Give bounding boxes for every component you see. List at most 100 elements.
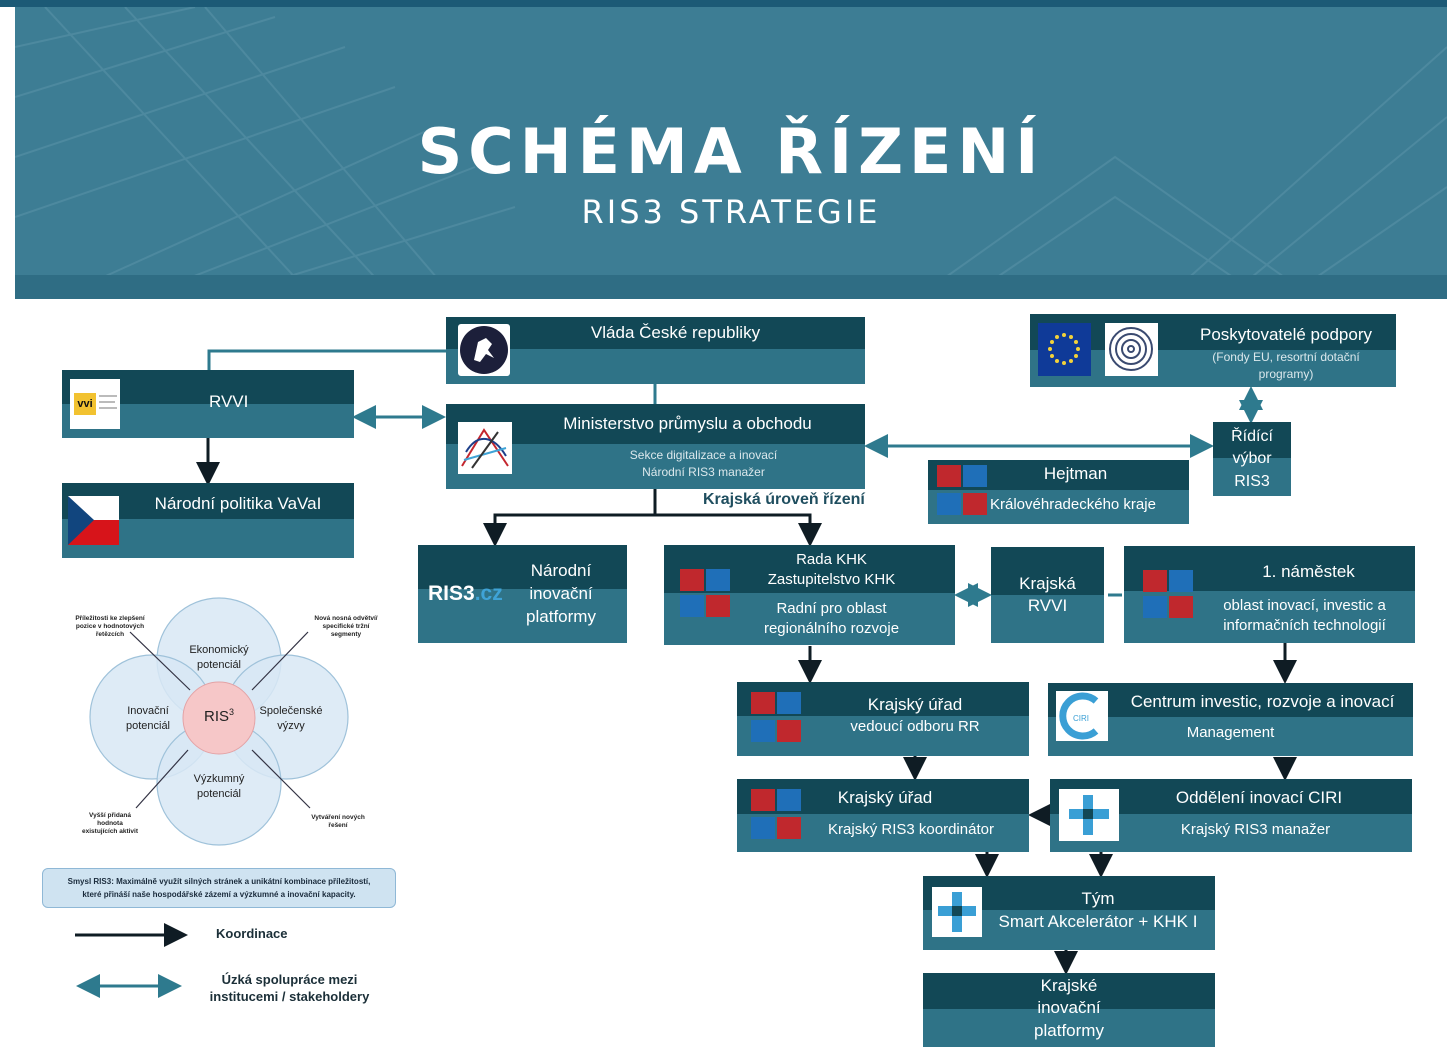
region-crest-icon (777, 720, 801, 742)
box-vlada: Vláda České republiky (446, 317, 865, 384)
ministry-seal-icon (1105, 323, 1158, 376)
venn-bottom-label1: Výzkumný (194, 773, 245, 785)
oddeleni-title: Oddělení inovací CIRI (1175, 788, 1343, 807)
box-narodni-platformy: RIS3.cz Národní inovační platformy (418, 545, 627, 643)
ridici-line2: výbor (1232, 450, 1272, 467)
box-krajske-platformy: Krajské inovační platformy (923, 973, 1215, 1047)
krajska-uroven-label: Krajská úroveň řízení (703, 491, 865, 508)
venn-top-label2: potenciál (197, 659, 241, 671)
region-crest-icon (1143, 570, 1167, 592)
box-krajsky-urad-koordinator: Krajský úřad Krajský RIS3 koordinátor (737, 779, 1029, 852)
legend-koordinace-label: Koordinace (216, 926, 288, 941)
region-crest-icon (751, 720, 775, 742)
box-poskytovatele: Poskytovatelé podpory (Fondy EU, resortn… (1030, 314, 1396, 387)
box-krajska-rvvi: Krajská RVVI (991, 547, 1104, 643)
tym-line1: Smart Akcelerátor + KHK I (998, 912, 1198, 931)
vvi-mark: vvi (74, 393, 96, 415)
venn-annotation: existujících aktivit (82, 828, 139, 835)
rada-line1: Radní pro oblast (776, 600, 887, 617)
ridici-line3: RIS3 (1234, 473, 1270, 490)
region-crest-icon (680, 595, 704, 617)
krajske-platformy-line3: platformy (1034, 1021, 1104, 1040)
krajske-platformy-line2: inovační (1037, 998, 1101, 1017)
box-oddeleni-inovaci: Oddělení inovací CIRI Krajský RIS3 manaž… (1050, 779, 1412, 852)
poskytovatele-line2: programy) (1258, 367, 1314, 381)
krajska-rvvi-line1: Krajská (1019, 574, 1076, 593)
region-crest-icon (937, 465, 961, 487)
arrow-mpo-platformy (483, 489, 657, 547)
hejtman-line1: Královéhradeckého kraje (990, 496, 1156, 513)
narodni-platformy-line1: Národní (530, 561, 592, 580)
legend-arrows (75, 923, 188, 998)
venn-bottom-label2: potenciál (197, 788, 241, 800)
region-crest-icon (706, 595, 730, 617)
region-crest-icon (1169, 596, 1193, 618)
krajska-rvvi-line2: RVVI (1027, 596, 1068, 615)
mpo-title: Ministerstvo průmyslu a obchodu (563, 414, 812, 433)
ciri-title: Centrum investic, rozvoje a inovací (1130, 692, 1395, 711)
region-crest-icon (751, 817, 775, 839)
ris3-venn-diagram: RIS3 Ekonomický potenciál Inovační poten… (75, 597, 378, 846)
venn-annotation: segmenty (331, 631, 362, 638)
rvvi-title: RVVI (209, 392, 249, 411)
ridici-line1: Řídící (1231, 428, 1273, 445)
legend-spoluprace-line2: institucemi / stakeholdery (209, 989, 370, 1004)
box-rvvi: vvi RVVI (62, 370, 354, 438)
venn-center (182, 681, 256, 755)
box-ciri: CIRI Centrum investic, rozvoje a inovací… (1048, 683, 1413, 756)
region-crest-icon (680, 569, 704, 591)
legend-spoluprace-label: Úzká spolupráce mezi institucemi / stake… (192, 971, 387, 1005)
banner-footer (15, 275, 1447, 299)
region-crest-icon (777, 789, 801, 811)
box-rada-khk: Rada KHK Zastupitelstvo KHK Radní pro ob… (664, 545, 955, 645)
ciri-line1: Management (1186, 724, 1275, 741)
ris3-logo-text: RIS (428, 582, 464, 605)
ris3-logo-cz: .cz (474, 582, 503, 605)
rada-title2: Zastupitelstvo KHK (767, 571, 896, 588)
region-crest-icon (937, 493, 961, 515)
venn-annotation: pozice v hodnotových (76, 623, 144, 630)
box-hejtman: Hejtman Královéhradeckého kraje (928, 460, 1189, 524)
hejtman-title: Hejtman (1043, 464, 1108, 483)
region-crest-icon (963, 493, 987, 515)
legend-spoluprace-line1: Úzká spolupráce mezi (221, 972, 358, 987)
region-crest-icon (1169, 570, 1193, 592)
building-pattern (15, 7, 1447, 299)
namestek-line1: oblast inovací, investic a (1223, 597, 1386, 614)
venn-annotation: hodnota (97, 820, 123, 827)
box-krajsky-urad-rr: Krajský úřad vedoucí odboru RR (737, 682, 1029, 756)
region-crest-icon (706, 569, 730, 591)
venn-left-label1: Inovační (127, 705, 169, 717)
venn-annotation: Nová nosná odvětví/ (314, 615, 377, 622)
mpo-logo (458, 422, 512, 474)
ris3-logo-num: 3 (463, 582, 475, 605)
krajsky-urad-koordinator-title: Krajský úřad (837, 788, 933, 807)
note-line1: Smysl RIS3: Maximálně využít silných str… (67, 877, 371, 886)
cross-logo-icon (1059, 789, 1119, 841)
note-line2: které přináší naše hospodářské zázemí a … (82, 890, 356, 899)
top-accent-line (0, 0, 1447, 7)
header-banner: SCHÉMA ŘÍZENÍ RIS3 STRATEGIE (15, 7, 1447, 299)
poskytovatele-line1: (Fondy EU, resortní dotační (1212, 350, 1360, 364)
czech-flag-icon (68, 496, 119, 545)
venn-annotation: Vytváření nových (311, 814, 365, 821)
eu-flag-icon (1038, 323, 1091, 376)
mpo-line1: Sekce digitalizace a inovací (629, 448, 778, 462)
box-mpo: Ministerstvo průmyslu a obchodu Sekce di… (446, 404, 865, 489)
region-crest-icon (1143, 596, 1167, 618)
vlada-title: Vláda České republiky (590, 323, 761, 342)
region-crest-icon (751, 692, 775, 714)
page-title: SCHÉMA ŘÍZENÍ (417, 115, 1045, 188)
czech-government-logo (458, 324, 510, 376)
box-ridici-vybor: Řídící výbor RIS3 (1213, 422, 1291, 496)
venn-annotation: Příležitosti ke zlepšení (75, 615, 145, 622)
venn-annotation: specifické tržní (323, 623, 370, 630)
region-crest-icon (777, 817, 801, 839)
region-crest-icon (963, 465, 987, 487)
box-tym: Tým Smart Akcelerátor + KHK I (923, 876, 1215, 950)
narodni-politika-title: Národní politika VaVaI (154, 494, 322, 513)
venn-annotation: Vyšší přidaná (89, 812, 131, 819)
krajsky-urad-koordinator-line1: Krajský RIS3 koordinátor (828, 821, 994, 838)
krajsky-urad-rr-line1: vedoucí odboru RR (850, 718, 980, 735)
rada-line2: regionálního rozvoje (763, 620, 900, 637)
